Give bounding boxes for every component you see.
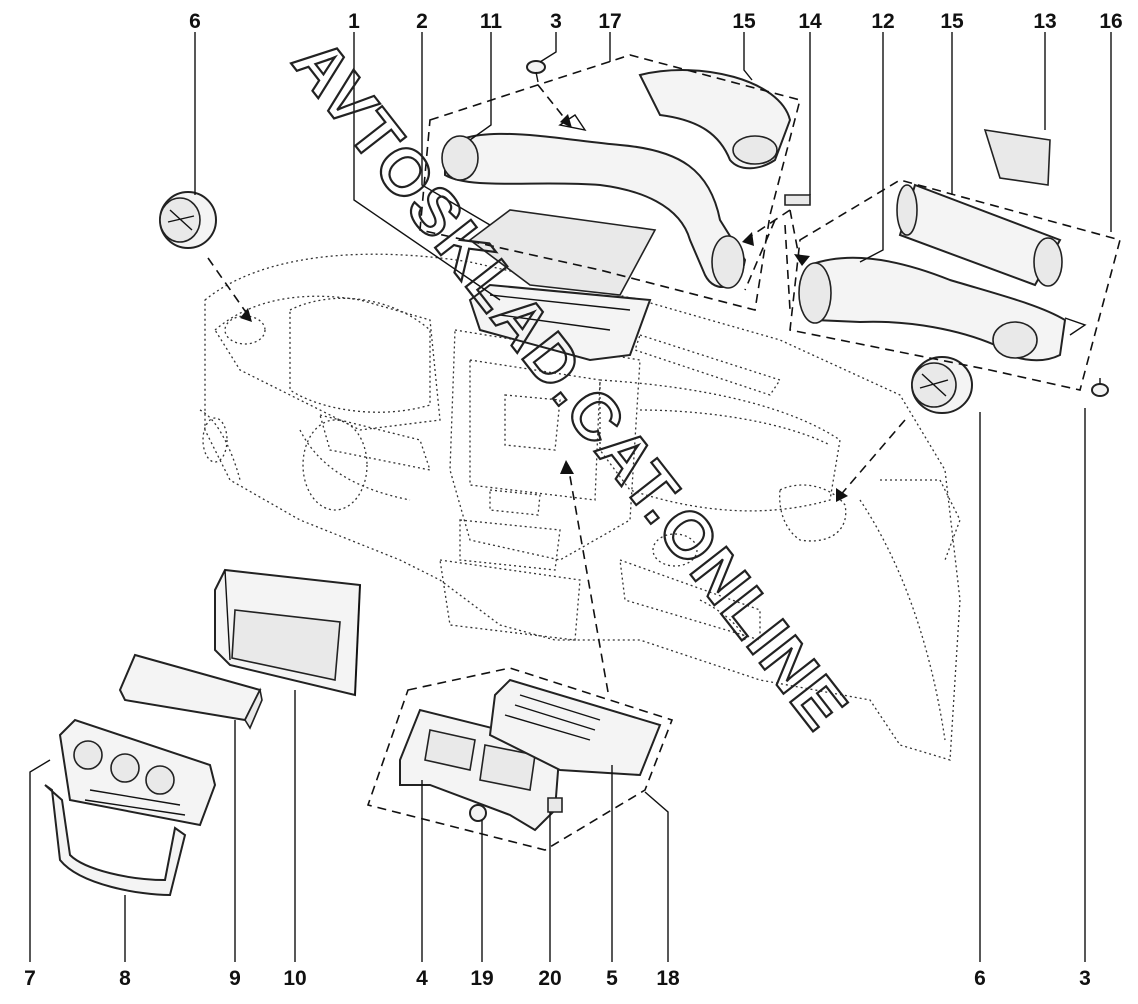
assembly-box-16 <box>789 179 1121 391</box>
right-air-duct <box>798 256 1087 362</box>
storage-tray <box>118 653 263 730</box>
screw-right <box>1091 378 1109 397</box>
callout-6-right: 6 <box>974 967 986 990</box>
callout-16: 16 <box>1099 10 1122 33</box>
callout-2: 2 <box>416 10 428 33</box>
callout-11: 11 <box>480 10 503 33</box>
callout-15-right: 15 <box>940 10 964 33</box>
callout-1: 1 <box>348 10 360 33</box>
callout-13: 13 <box>1033 10 1056 33</box>
screw-top <box>526 60 546 83</box>
heater-control-trim <box>44 784 187 897</box>
callout-17: 17 <box>598 10 621 33</box>
callout-5: 5 <box>606 967 618 990</box>
part-number-callouts: 6 1 2 11 3 17 15 14 12 15 13 16 6 3 7 8 … <box>24 10 1123 990</box>
heater-control-panel <box>58 718 217 827</box>
bracket-clip <box>469 804 487 822</box>
callout-10: 10 <box>283 967 306 990</box>
left-air-vent <box>159 191 217 249</box>
callout-20: 20 <box>538 967 561 990</box>
callout-14: 14 <box>798 10 822 33</box>
left-air-duct <box>441 114 747 289</box>
callout-3-right: 3 <box>1079 967 1091 990</box>
explode-arrows <box>207 84 906 693</box>
left-duct-cover <box>638 69 792 170</box>
foam-pad <box>784 194 811 206</box>
callout-4: 4 <box>416 967 428 990</box>
right-air-vent <box>911 356 973 414</box>
callout-8: 8 <box>119 967 131 990</box>
leader-lines <box>29 32 1112 962</box>
dashboard-assembly <box>199 253 961 761</box>
center-vent-housing <box>488 678 662 777</box>
radio-surround-frame <box>214 568 362 697</box>
callout-7: 7 <box>24 967 36 990</box>
callout-19: 19 <box>470 967 493 990</box>
callout-9: 9 <box>229 967 241 990</box>
callout-3-top: 3 <box>550 10 562 33</box>
callout-12: 12 <box>871 10 894 33</box>
callout-15-left: 15 <box>732 10 756 33</box>
right-duct-cover <box>896 183 1063 287</box>
assembly-box-18 <box>366 667 674 851</box>
upper-storage-compartment <box>468 209 657 362</box>
bracket-pad <box>547 797 563 813</box>
callout-6-left: 6 <box>189 10 201 33</box>
callout-18: 18 <box>656 967 680 990</box>
duct-clip <box>983 129 1051 186</box>
